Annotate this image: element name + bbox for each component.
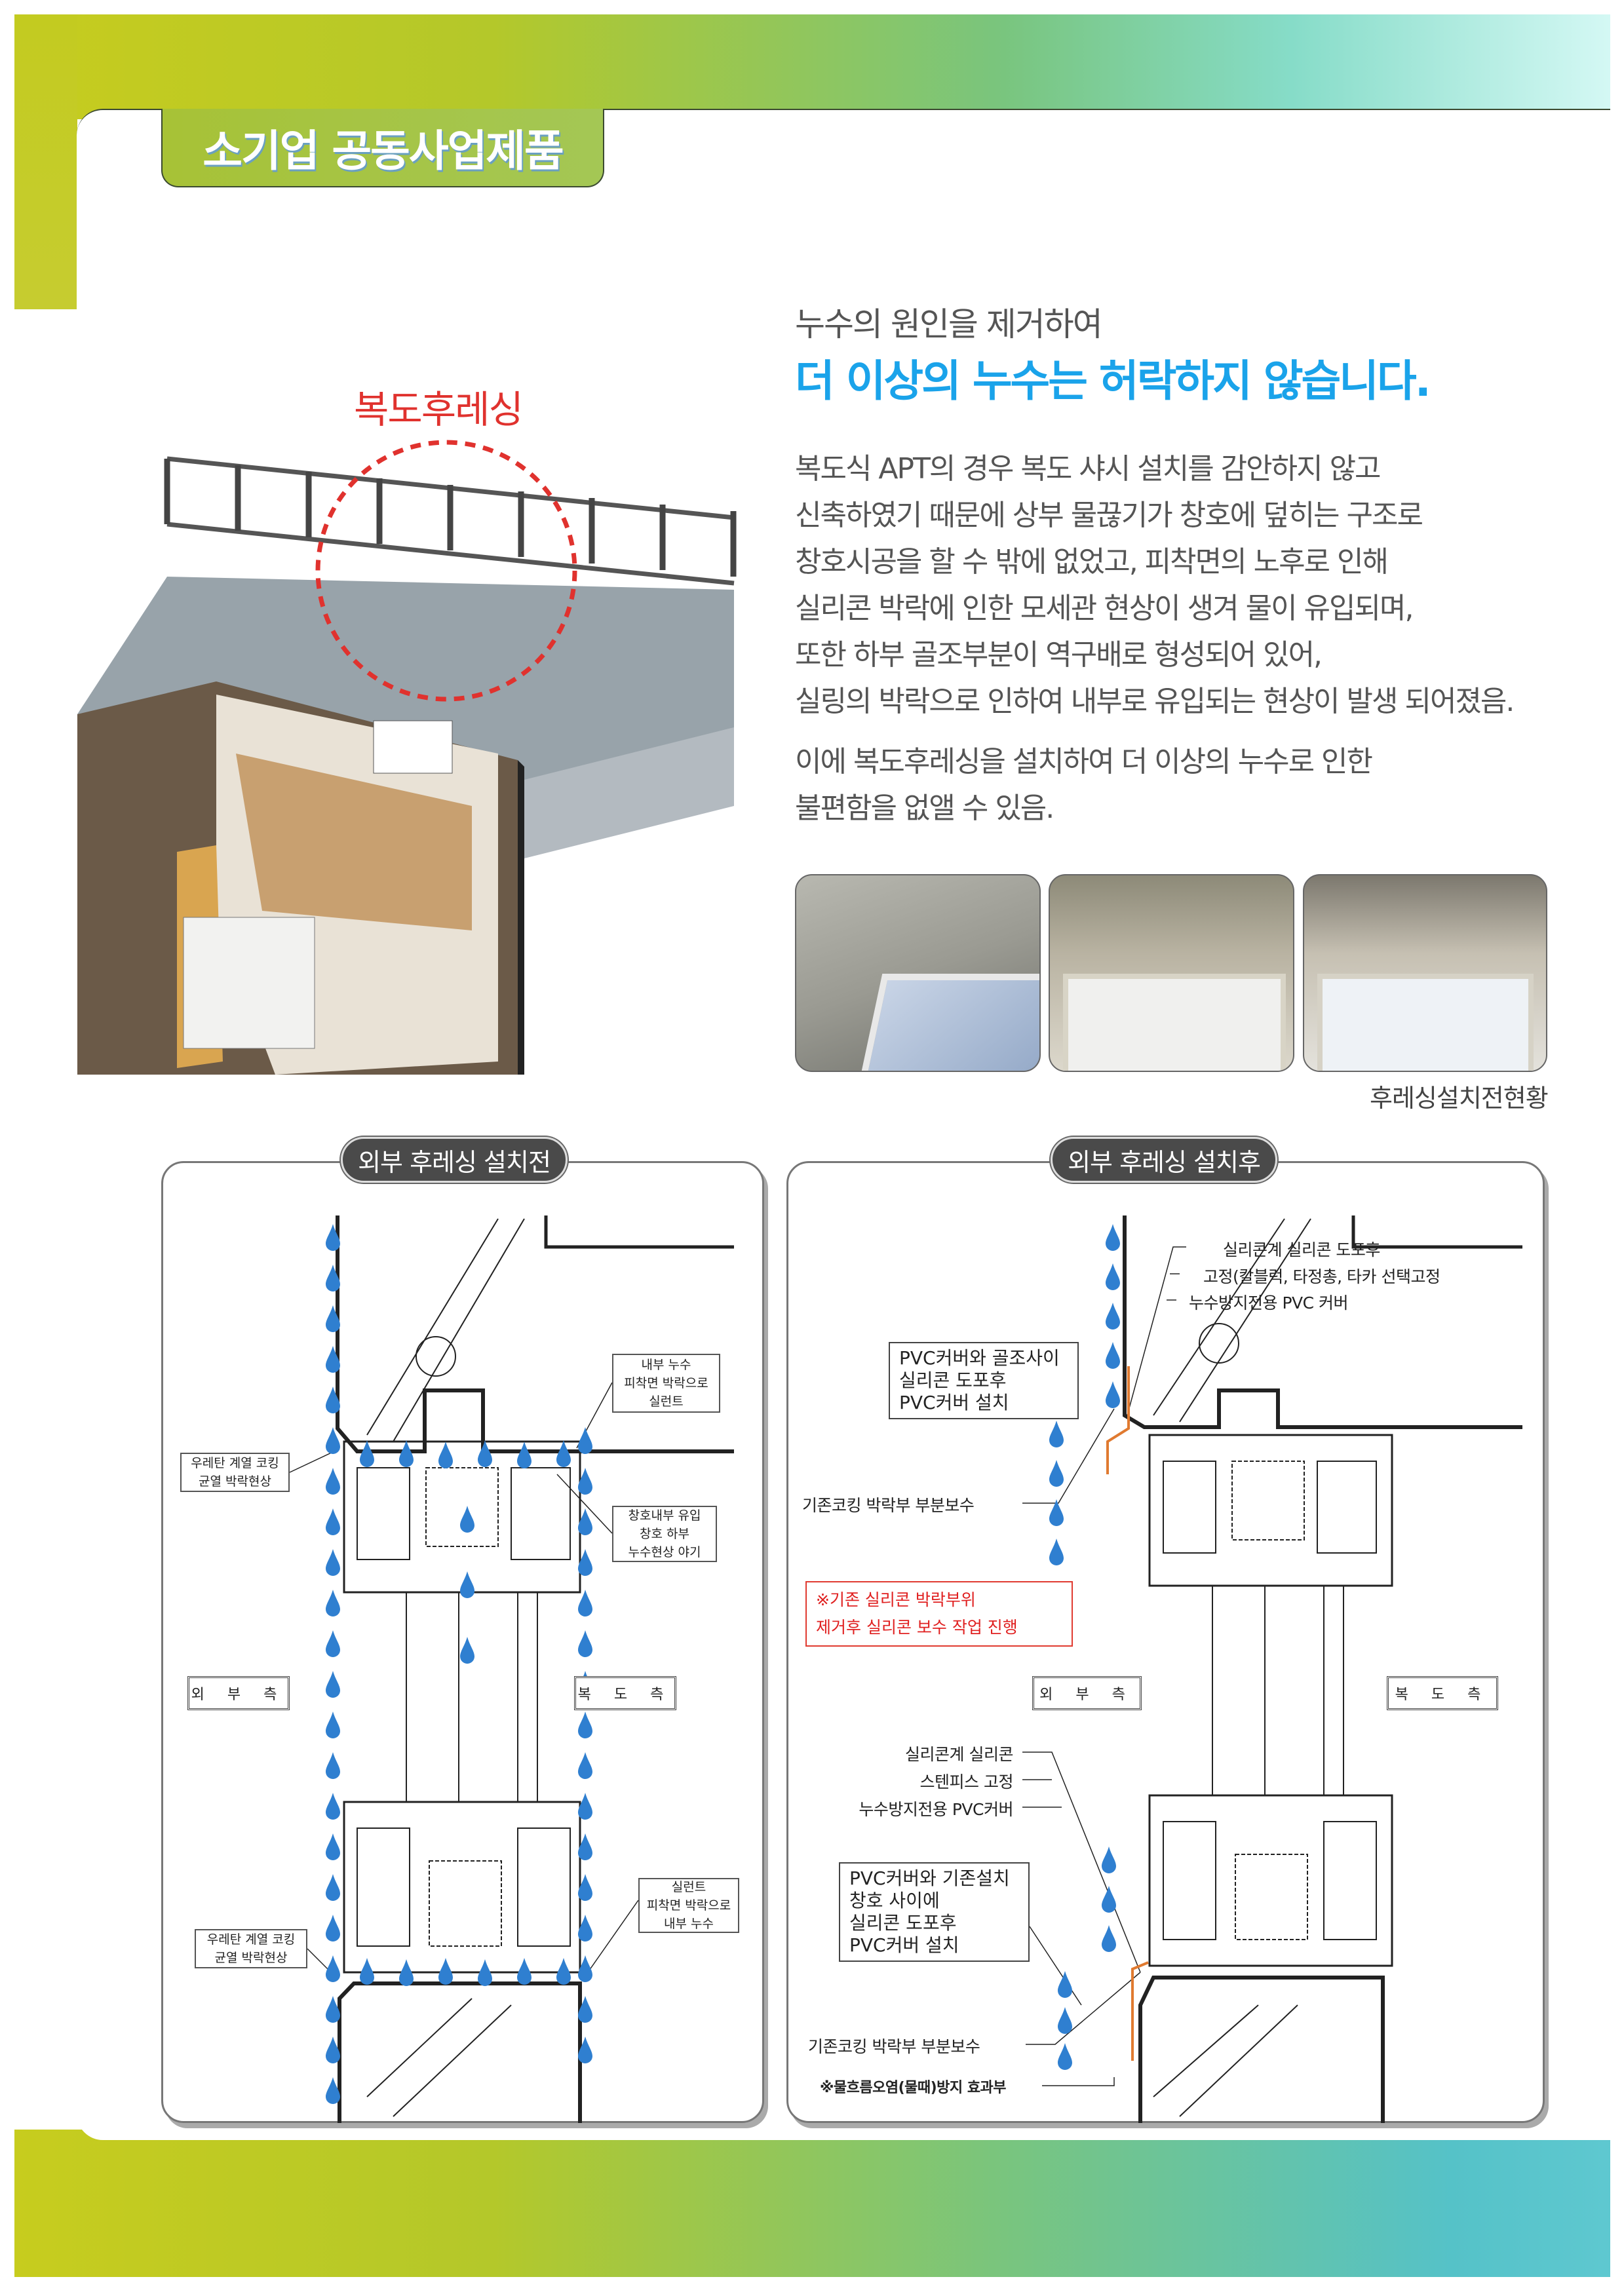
note-line: 제거후 실리콘 보수 작업 진행	[816, 1618, 1018, 1637]
label-line: 피착면 박락으로	[646, 1898, 731, 1913]
callout-silicone-coating: 실리콘계 실리콘 도포후	[1223, 1240, 1380, 1259]
label-line: 균열 박락현상	[214, 1951, 288, 1965]
label-line: 우레탄 계열 코킹	[206, 1932, 296, 1947]
paragraph-line: 이에 복도후레싱을 설치하여 더 이상의 누수로 인한	[795, 745, 1373, 778]
box-line: 창호 사이에	[849, 1890, 940, 1911]
section-tab-title: 소기업 공동사업제품	[161, 109, 604, 187]
label-line: 누수현상 야기	[628, 1545, 701, 1559]
paragraph-line: 신축하였기 때문에 상부 물끊기가 창호에 덮히는 구조로	[795, 499, 1423, 532]
paragraph-1: 복도식 APT의 경우 복도 샤시 설치를 감안하지 않고 신축하였기 때문에 …	[795, 446, 1515, 725]
label-line: 균열 박락현상	[199, 1474, 271, 1489]
photo-before-3	[1303, 874, 1547, 1072]
label-line: 창호 하부	[640, 1527, 689, 1541]
box-line: 실리콘 도포후	[849, 1912, 957, 1934]
box-line: PVC커버 설치	[849, 1934, 959, 1956]
box-line: 실리콘 도포후	[899, 1369, 1007, 1391]
box-line: PVC커버와 골조사이	[899, 1347, 1060, 1369]
flashing-label: 복도후레싱	[354, 387, 524, 432]
callout-partial-repair-top: 기존코킹 박락부 부분보수	[802, 1496, 975, 1515]
label-line: 창호내부 유입	[628, 1508, 701, 1523]
callout-pvc-cover-bottom: 누수방지전용 PVC커버	[859, 1800, 1013, 1819]
photo-before-1	[795, 874, 1041, 1072]
before-outside-side-label: 외 부 측	[187, 1676, 290, 1710]
before-corridor-side-label: 복 도 측	[574, 1676, 676, 1710]
paragraph-line: 실리콘 박락에 인한 모세관 현상이 생겨 물이 유입되며,	[795, 592, 1414, 625]
paragraph-line: 복도식 APT의 경우 복도 샤시 설치를 감안하지 않고	[795, 452, 1382, 486]
lead-text: 누수의 원인을 제거하여	[795, 305, 1103, 343]
label-line: 내부 누수	[664, 1917, 714, 1931]
paragraph-line: 실링의 박락으로 인하여 내부로 유입되는 현상이 발생 되어졌음.	[795, 685, 1515, 718]
callout-silicone-bottom: 실리콘계 실리콘	[905, 1745, 1013, 1764]
paragraph-2: 이에 복도후레싱을 설치하여 더 이상의 누수로 인한 불편함을 없앨 수 있음…	[795, 738, 1373, 832]
callout-pvc-cover: 누수방지전용 PVC 커버	[1189, 1293, 1349, 1312]
top-gradient-band	[14, 14, 1610, 119]
label-line: 실런트	[671, 1880, 706, 1894]
callout-fixing: 고정(칼블럭, 타정총, 타카 선택고정	[1203, 1267, 1440, 1286]
box-line: PVC커버 설치	[899, 1392, 1009, 1413]
note-line: ※기존 실리콘 박락부위	[816, 1590, 976, 1609]
label-line: 내부 누수	[641, 1358, 691, 1372]
after-corridor-side-label: 복 도 측	[1387, 1676, 1498, 1710]
before-diagram-box	[161, 1161, 764, 2123]
before-title-pill: 외부 후레싱 설치전	[341, 1137, 568, 1183]
bottom-gradient-band	[14, 2130, 1610, 2277]
callout-stain-prevention: ※물흐름오염(물때)방지 효과부	[820, 2080, 1007, 2096]
box-line: PVC커버와 기존설치	[849, 1867, 1010, 1889]
label-line: 피착면 박락으로	[624, 1376, 708, 1390]
after-outside-side-label: 외 부 측	[1032, 1676, 1142, 1710]
left-gradient-band	[14, 14, 77, 309]
paragraph-line: 또한 하부 골조부분이 역구배로 형성되어 있어,	[795, 638, 1323, 672]
label-line: 우레탄 계열 코킹	[191, 1456, 279, 1470]
photo-before-2	[1049, 874, 1294, 1072]
label-line: 실런트	[649, 1394, 684, 1409]
after-title-pill: 외부 후레싱 설치후	[1051, 1137, 1277, 1183]
paragraph-line: 창호시공을 할 수 밖에 없었고, 피착면의 노후로 인해	[795, 545, 1389, 579]
headline: 더 이상의 누수는 허락하지 않습니다.	[795, 356, 1431, 406]
paragraph-line: 불편함을 없앨 수 있음.	[795, 792, 1054, 825]
callout-partial-repair-bottom: 기존코킹 박락부 부분보수	[808, 2037, 980, 2056]
callout-stainless-screw: 스텐피스 고정	[919, 1772, 1014, 1791]
photos-caption: 후레싱설치전현황	[1370, 1084, 1549, 1113]
